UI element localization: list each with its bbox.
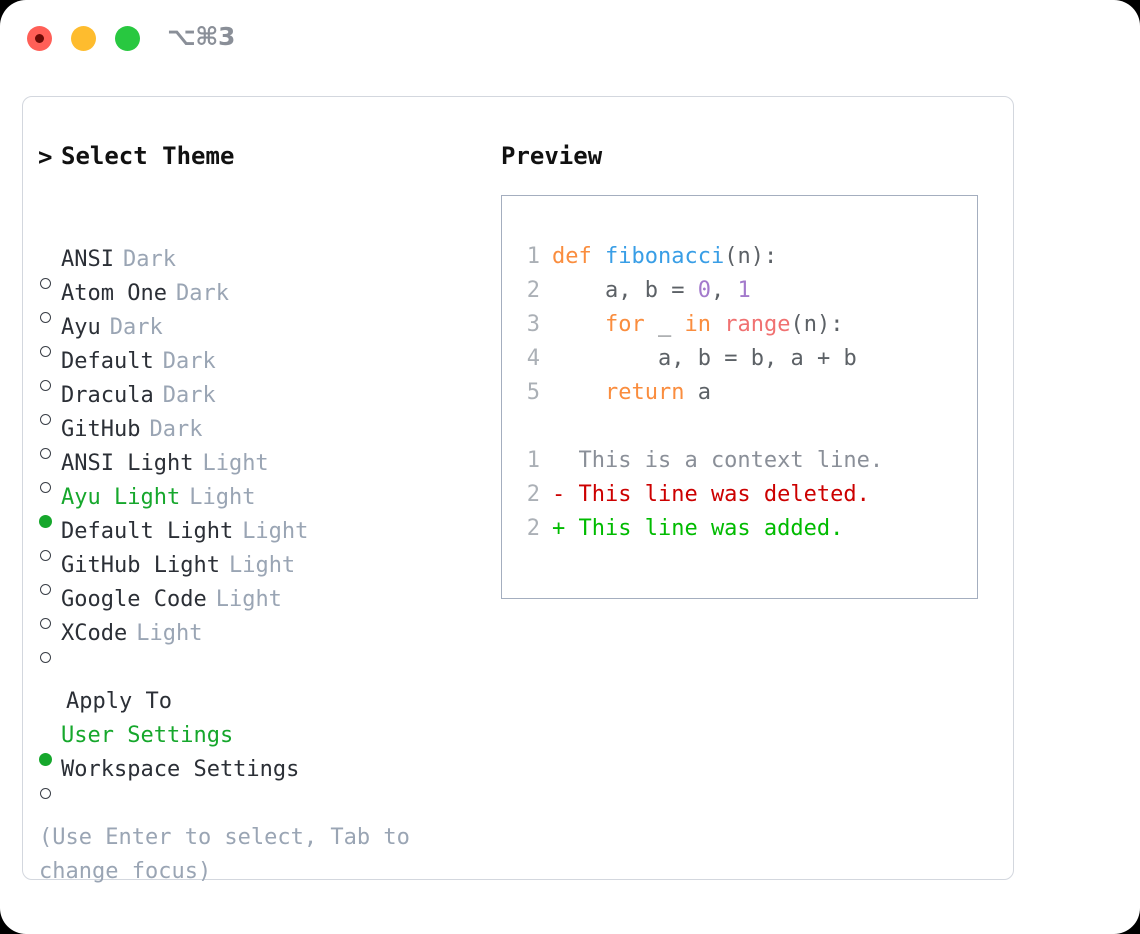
close-window-button[interactable] xyxy=(27,26,52,51)
code-text: def fibonacci(n): xyxy=(552,244,778,269)
theme-name: Default xyxy=(61,349,154,374)
apply-to-label: Workspace Settings xyxy=(61,757,300,782)
theme-name: Atom One xyxy=(61,281,167,306)
preview-title: Preview xyxy=(501,142,603,170)
caret-icon: > xyxy=(38,143,53,171)
apply-to-label: User Settings xyxy=(61,723,234,748)
traffic-lights xyxy=(27,26,140,51)
code-diff-spacer xyxy=(516,410,977,444)
theme-name: ANSI Light xyxy=(61,451,194,476)
title-bar: ⌥⌘3 xyxy=(0,0,1140,78)
theme-variant-tag: Dark xyxy=(109,315,163,340)
code-line: 3 for _ in range(n): xyxy=(516,308,977,342)
diff-text: + This line was added. xyxy=(552,516,844,541)
theme-list-item[interactable]: Ayu Dark xyxy=(39,311,489,357)
diff-line: 1 This is a context line. xyxy=(516,444,977,478)
theme-name: Ayu Light xyxy=(61,485,181,510)
theme-list-item[interactable]: ANSI Light Light xyxy=(39,447,489,493)
theme-list-item[interactable]: Atom One Dark xyxy=(39,277,489,323)
theme-name: GitHub xyxy=(61,417,141,442)
code-text: for _ in range(n): xyxy=(604,312,844,337)
line-number: 5 xyxy=(526,380,540,405)
minimize-window-button[interactable] xyxy=(71,26,96,51)
line-number: 2 xyxy=(526,516,540,541)
theme-list-item[interactable]: Default Dark xyxy=(39,345,489,391)
theme-list-item[interactable]: Default Light Light xyxy=(39,515,489,561)
theme-variant-tag: Light xyxy=(136,621,203,646)
line-number: 1 xyxy=(526,244,540,269)
window-title: ⌥⌘3 xyxy=(167,22,235,51)
code-text: a, b = 0, 1 xyxy=(604,278,751,303)
diff-line: 2 + This line was added. xyxy=(516,512,977,546)
theme-variant-tag: Light xyxy=(228,553,296,578)
code-line: 5 return a xyxy=(516,376,977,410)
theme-list-item[interactable]: GitHub Dark xyxy=(39,413,489,459)
apply-to-item[interactable]: User Settings xyxy=(39,719,489,766)
theme-picker-heading-row: > Select Theme xyxy=(38,139,489,243)
diff-sample: 1 This is a context line. 2 - This line wa… xyxy=(516,444,977,546)
theme-variant-tag: Light xyxy=(189,485,256,510)
theme-variant-tag: Light xyxy=(215,587,282,612)
code-line: 1 def fibonacci(n): xyxy=(516,240,977,274)
theme-list-item[interactable]: XCode Light xyxy=(39,617,489,663)
theme-name: Dracula xyxy=(61,383,154,408)
code-text: return a xyxy=(604,380,711,405)
theme-variant-tag: Dark xyxy=(175,281,229,306)
theme-name: Ayu xyxy=(61,315,101,340)
keyboard-hint: (Use Enter to select, Tab to change focu… xyxy=(39,825,410,884)
apply-to-heading: Apply To xyxy=(66,689,172,714)
theme-variant-tag: Dark xyxy=(122,247,176,272)
theme-name: XCode xyxy=(61,621,128,646)
diff-text: - This line was deleted. xyxy=(552,482,870,507)
diff-line: 2 - This line was deleted. xyxy=(516,478,977,512)
theme-list-item[interactable]: Dracula Dark xyxy=(39,379,489,425)
zoom-window-button[interactable] xyxy=(115,26,140,51)
line-number: 2 xyxy=(526,278,540,303)
theme-name: Google Code xyxy=(61,587,207,612)
theme-variant-tag: Dark xyxy=(162,383,216,408)
theme-list-item[interactable]: Ayu Light Light xyxy=(39,481,489,528)
code-text: a, b = b, a + b xyxy=(657,346,857,371)
theme-list-item[interactable]: Google Code Light xyxy=(39,583,489,629)
theme-variant-tag: Dark xyxy=(162,349,216,374)
line-number: 3 xyxy=(526,312,540,337)
code-line: 4 a, b = b, a + b xyxy=(516,342,977,376)
theme-variant-tag: Light xyxy=(242,519,309,544)
section-spacer xyxy=(39,651,489,685)
theme-list-item[interactable]: ANSI Dark xyxy=(39,243,489,289)
theme-name: GitHub Light xyxy=(61,553,220,578)
line-number: 4 xyxy=(526,346,540,371)
theme-name: Default Light xyxy=(61,519,234,544)
theme-variant-tag: Light xyxy=(202,451,269,476)
diff-text: This is a context line. xyxy=(552,448,884,473)
theme-picker-heading: Select Theme xyxy=(61,142,235,170)
theme-list-item[interactable]: GitHub Light Light xyxy=(39,549,489,595)
line-number: 1 xyxy=(526,448,540,473)
apply-to-item[interactable]: Workspace Settings xyxy=(39,753,489,799)
theme-variant-tag: Dark xyxy=(149,417,203,442)
line-number: 2 xyxy=(526,482,540,507)
theme-name: ANSI xyxy=(61,247,114,272)
code-line: 2 a, b = 0, 1 xyxy=(516,274,977,308)
